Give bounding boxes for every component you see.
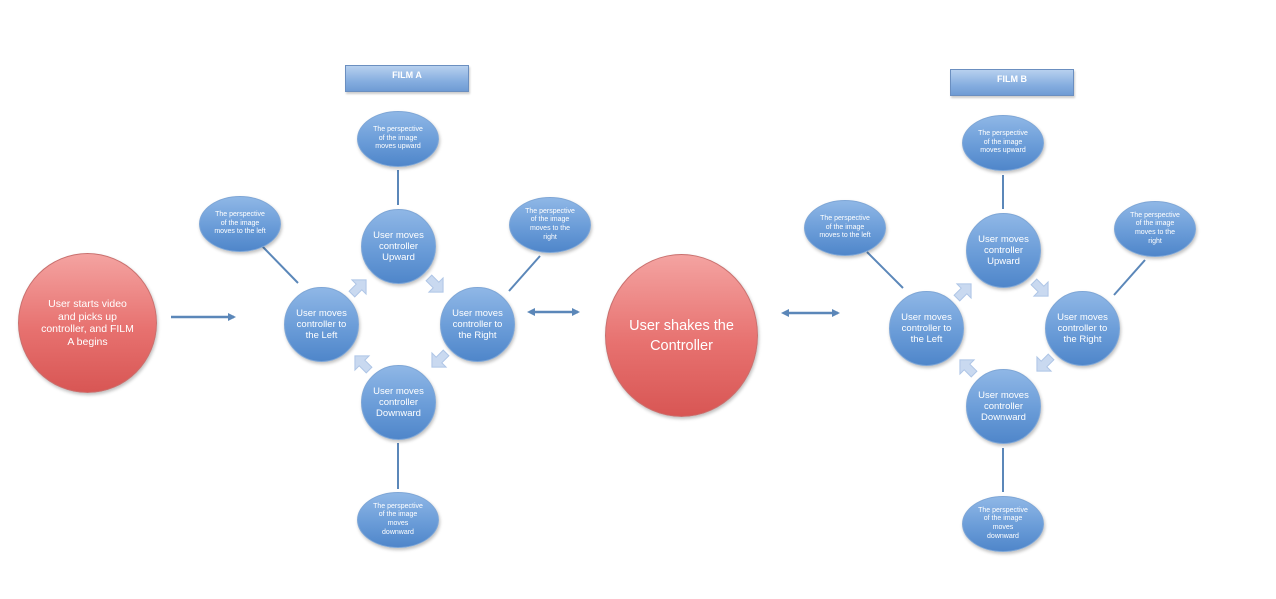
film-a-perspective-up-node: The perspective of the image moves upwar… (357, 111, 439, 167)
film-a-move-up-node: User moves controller Upward (361, 209, 436, 284)
film-a-perspective-up-label: The perspective of the image moves upwar… (373, 126, 423, 151)
film-a-cycle-arrow-up-left (348, 279, 367, 298)
film-a-right-connector (508, 255, 541, 292)
film-a-perspective-down-label: The perspective of the image moves downw… (373, 502, 423, 536)
film-b-right-connector (1113, 259, 1146, 296)
film-b-move-up-node: User moves controller Upward (966, 213, 1041, 288)
film-b-cycle-arrow-down-right (1036, 353, 1055, 372)
film-b-title-label: FILM B (997, 74, 1027, 84)
film-b-move-up-label: User moves controller Upward (978, 234, 1029, 267)
film-a-left-connector (261, 245, 299, 284)
film-a-move-down-label: User moves controller Downward (373, 386, 424, 419)
film-b-perspective-up-label: The perspective of the image moves upwar… (978, 130, 1028, 155)
film-b-move-right-label: User moves controller to the Right (1057, 312, 1108, 345)
film-a-perspective-left-node: The perspective of the image moves to th… (199, 196, 281, 252)
film-a-move-right-label: User moves controller to the Right (452, 308, 503, 341)
film-b-cycle-arrow-up-right (1030, 278, 1049, 297)
film-a-move-up-label: User moves controller Upward (373, 230, 424, 263)
film-b-move-down-node: User moves controller Downward (966, 369, 1041, 444)
film-b-perspective-left-label: The perspective of the image moves to th… (819, 215, 871, 240)
center-node: User shakes the Controller (605, 254, 758, 417)
film-a-title-label: FILM A (392, 70, 422, 80)
film-b-cycle-arrow-down-left (959, 359, 978, 378)
film-b-cycle-arrow-up-left (953, 283, 972, 302)
center-node-label: User shakes the Controller (629, 317, 734, 354)
film-b-perspective-left-node: The perspective of the image moves to th… (804, 200, 886, 256)
film-b-perspective-down-node: The perspective of the image moves downw… (962, 496, 1044, 552)
film-b-left-connector (866, 251, 904, 289)
film-b-perspective-up-node: The perspective of the image moves upwar… (962, 115, 1044, 171)
film-b-move-left-node: User moves controller to the Left (889, 291, 964, 366)
film-b-perspective-right-label: The perspective of the image moves to th… (1130, 211, 1180, 245)
film-b-move-right-node: User moves controller to the Right (1045, 291, 1120, 366)
film-a-cycle-arrow-down-right (431, 349, 450, 368)
film-a-move-left-node: User moves controller to the Left (284, 287, 359, 362)
film-a-perspective-right-label: The perspective of the image moves to th… (525, 207, 575, 241)
film-a-move-down-node: User moves controller Downward (361, 365, 436, 440)
film-b-perspective-right-node: The perspective of the image moves to th… (1114, 201, 1196, 257)
film-b-perspective-down-label: The perspective of the image moves downw… (978, 506, 1028, 540)
film-a-move-left-label: User moves controller to the Left (296, 308, 347, 341)
start-node-label: User starts video and picks up controlle… (41, 298, 134, 348)
film-a-cycle-arrow-up-right (425, 274, 444, 293)
start-node: User starts video and picks up controlle… (18, 253, 157, 393)
film-a-perspective-left-label: The perspective of the image moves to th… (214, 211, 266, 236)
film-b-move-down-label: User moves controller Downward (978, 390, 1029, 423)
film-a-perspective-right-node: The perspective of the image moves to th… (509, 197, 591, 253)
film-b-title: FILM B (950, 69, 1074, 96)
film-a-title: FILM A (345, 65, 469, 92)
film-a-move-right-node: User moves controller to the Right (440, 287, 515, 362)
film-a-perspective-down-node: The perspective of the image moves downw… (357, 492, 439, 548)
film-b-move-left-label: User moves controller to the Left (901, 312, 952, 345)
film-a-cycle-arrow-down-left (354, 355, 373, 374)
